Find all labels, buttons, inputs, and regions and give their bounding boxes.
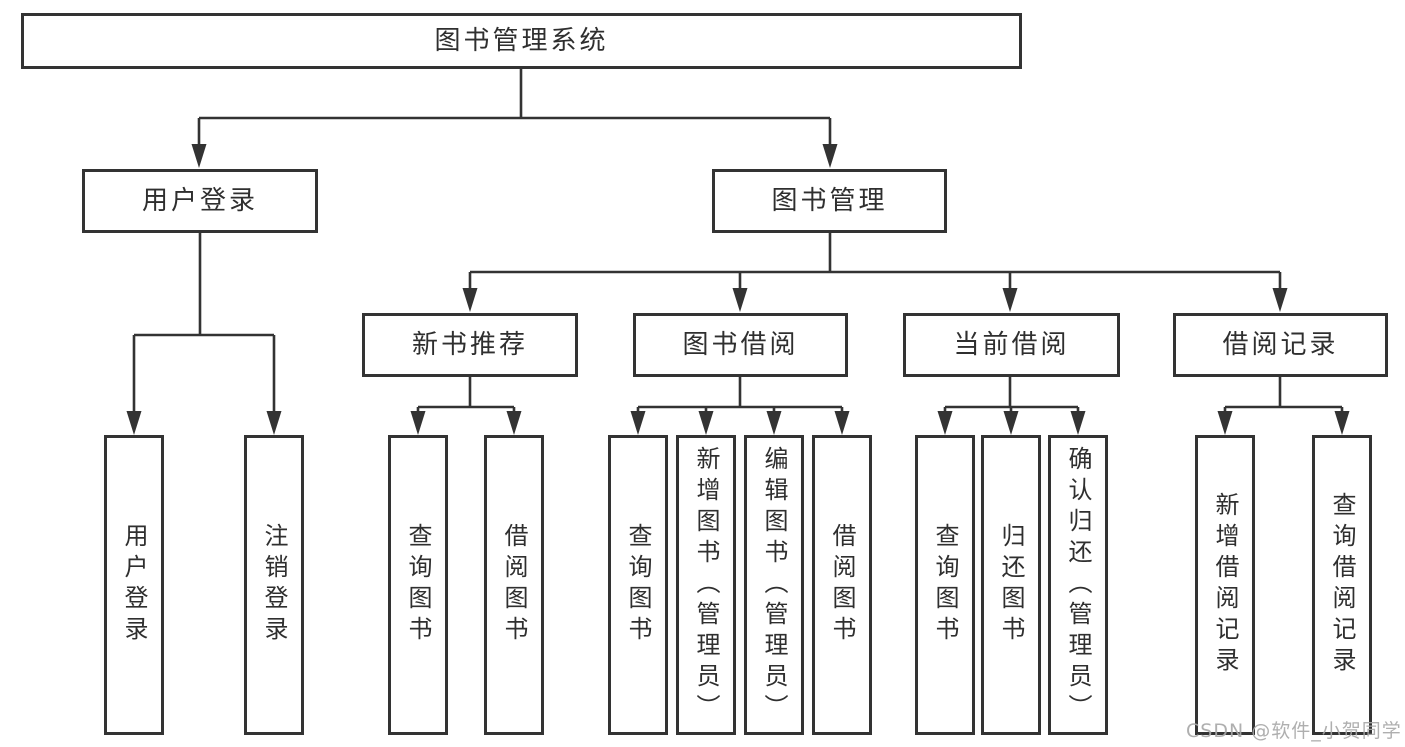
leaf-user-login: 用户登录 xyxy=(104,435,164,735)
leaf-nb-borrow-books: 借阅图书 xyxy=(484,435,544,735)
node-book-borrow-label: 图书借阅 xyxy=(682,330,799,360)
node-current-borrow-label: 当前借阅 xyxy=(953,330,1070,360)
node-book-borrow: 图书借阅 xyxy=(633,313,848,377)
node-borrow-records-label: 借阅记录 xyxy=(1222,330,1339,360)
node-current-borrow: 当前借阅 xyxy=(903,313,1120,377)
leaf-bb-add-books-admin-label: 新增图书（管理员） xyxy=(692,445,720,725)
csdn-watermark: CSDN @软件_小贺同学 xyxy=(1186,720,1402,742)
leaf-nb-query-books-label: 查询图书 xyxy=(404,523,432,647)
node-root-label: 图书管理系统 xyxy=(434,26,609,56)
node-book-management: 图书管理 xyxy=(712,169,947,233)
node-user-login: 用户登录 xyxy=(82,169,318,233)
leaf-bb-query-books-label: 查询图书 xyxy=(624,523,652,647)
leaf-cb-return-books: 归还图书 xyxy=(981,435,1041,735)
node-root: 图书管理系统 xyxy=(21,13,1022,69)
node-new-book-recommend: 新书推荐 xyxy=(362,313,578,377)
leaf-bb-query-books: 查询图书 xyxy=(608,435,668,735)
leaf-cb-query-books-label: 查询图书 xyxy=(931,523,959,647)
node-user-login-label: 用户登录 xyxy=(141,186,258,216)
leaf-bb-borrow-books-label: 借阅图书 xyxy=(828,523,856,647)
leaf-cb-confirm-return-admin-label: 确认归还（管理员） xyxy=(1064,445,1092,725)
leaf-br-add-record: 新增借阅记录 xyxy=(1195,435,1255,735)
leaf-cb-confirm-return-admin: 确认归还（管理员） xyxy=(1048,435,1108,735)
leaf-cb-return-books-label: 归还图书 xyxy=(997,523,1025,647)
leaf-cb-query-books: 查询图书 xyxy=(915,435,975,735)
leaf-br-query-record-label: 查询借阅记录 xyxy=(1328,492,1356,678)
leaf-user-login-label: 用户登录 xyxy=(120,523,148,647)
leaf-nb-query-books: 查询图书 xyxy=(388,435,448,735)
leaf-br-query-record: 查询借阅记录 xyxy=(1312,435,1372,735)
leaf-bb-edit-books-admin: 编辑图书（管理员） xyxy=(744,435,804,735)
leaf-bb-add-books-admin: 新增图书（管理员） xyxy=(676,435,736,735)
node-new-book-recommend-label: 新书推荐 xyxy=(411,330,528,360)
leaf-logout-label: 注销登录 xyxy=(260,523,288,647)
node-borrow-records: 借阅记录 xyxy=(1173,313,1388,377)
leaf-bb-edit-books-admin-label: 编辑图书（管理员） xyxy=(760,445,788,725)
leaf-br-add-record-label: 新增借阅记录 xyxy=(1211,492,1239,678)
leaf-logout: 注销登录 xyxy=(244,435,304,735)
leaf-bb-borrow-books: 借阅图书 xyxy=(812,435,872,735)
leaf-nb-borrow-books-label: 借阅图书 xyxy=(500,523,528,647)
node-book-management-label: 图书管理 xyxy=(771,186,888,216)
